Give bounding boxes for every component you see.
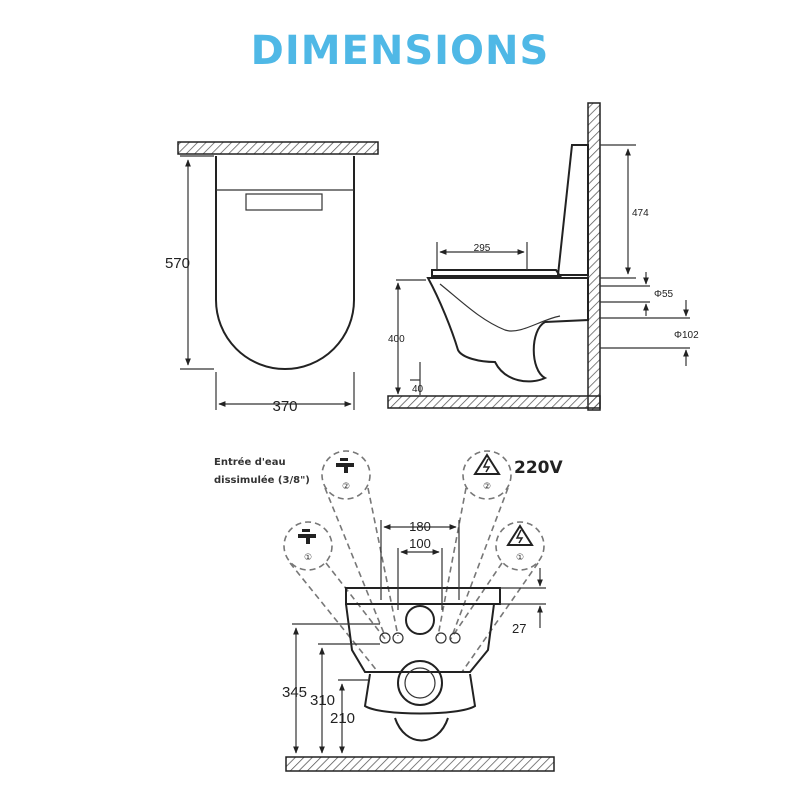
callout-circle-water-1 <box>283 521 333 571</box>
bowl-foot <box>394 717 449 742</box>
outlet-circle-inner <box>404 667 436 699</box>
callout-circle-power-1 <box>495 521 545 571</box>
pipe-small-label: Φ55 <box>654 289 674 300</box>
width-inner-label: 100 <box>409 536 431 551</box>
outlet-circle-outer <box>397 660 443 706</box>
callout-number: ① <box>516 553 524 563</box>
water-connector-left <box>379 632 391 644</box>
water-inlet-label-line1: Entrée d'eau <box>214 456 286 468</box>
top-view <box>177 141 379 410</box>
callout-number: ① <box>304 553 312 563</box>
water-connector-right <box>392 632 404 644</box>
faucet-icon <box>298 529 316 544</box>
warning-icon <box>506 524 534 546</box>
callout-number: ② <box>483 482 491 492</box>
top-width-label: 370 <box>272 398 297 415</box>
bowl-base <box>363 673 477 715</box>
bowl-inner <box>439 283 561 332</box>
front-view <box>283 450 555 772</box>
side-floor <box>387 395 601 409</box>
height-a-label: 345 <box>282 684 307 701</box>
width-outer-label: 180 <box>409 519 431 534</box>
bowl-side-outline <box>426 277 589 383</box>
page-title: DIMENSIONS <box>250 28 550 74</box>
offset-label: 40 <box>412 384 424 395</box>
pipe-large-label: Φ102 <box>674 330 699 341</box>
height-c-label: 210 <box>330 710 355 727</box>
bowl-front-outline <box>345 603 495 673</box>
top-offset-label: 27 <box>512 621 526 636</box>
tank-height-label: 474 <box>632 208 649 219</box>
mount-frame <box>345 587 501 605</box>
warning-icon <box>473 453 501 475</box>
side-wall <box>587 102 601 411</box>
seat <box>431 269 562 277</box>
mount-height-label: 400 <box>388 334 405 345</box>
inlet-circle <box>405 605 435 635</box>
callout-circle-water-2 <box>321 450 371 500</box>
leader-lines-upper <box>324 487 509 637</box>
side-view <box>387 102 690 411</box>
leader-lines-lower <box>289 562 539 673</box>
front-floor <box>285 756 555 772</box>
bowl-outline <box>215 156 355 370</box>
wall-hatch <box>177 141 379 155</box>
water-inlet-label-line2: dissimulée (3/8") <box>214 474 310 486</box>
power-connector-left <box>435 632 447 644</box>
voltage-label: 220V <box>514 458 563 478</box>
height-b-label: 310 <box>310 692 335 709</box>
callout-circle-power-2 <box>462 450 512 500</box>
top-depth-label: 570 <box>165 255 190 272</box>
faucet-icon <box>336 458 354 473</box>
flush-button <box>245 193 323 211</box>
cistern-lid <box>556 144 589 276</box>
seat-span-label: 295 <box>474 243 491 254</box>
power-connector-right <box>449 632 461 644</box>
callout-number: ② <box>342 482 350 492</box>
